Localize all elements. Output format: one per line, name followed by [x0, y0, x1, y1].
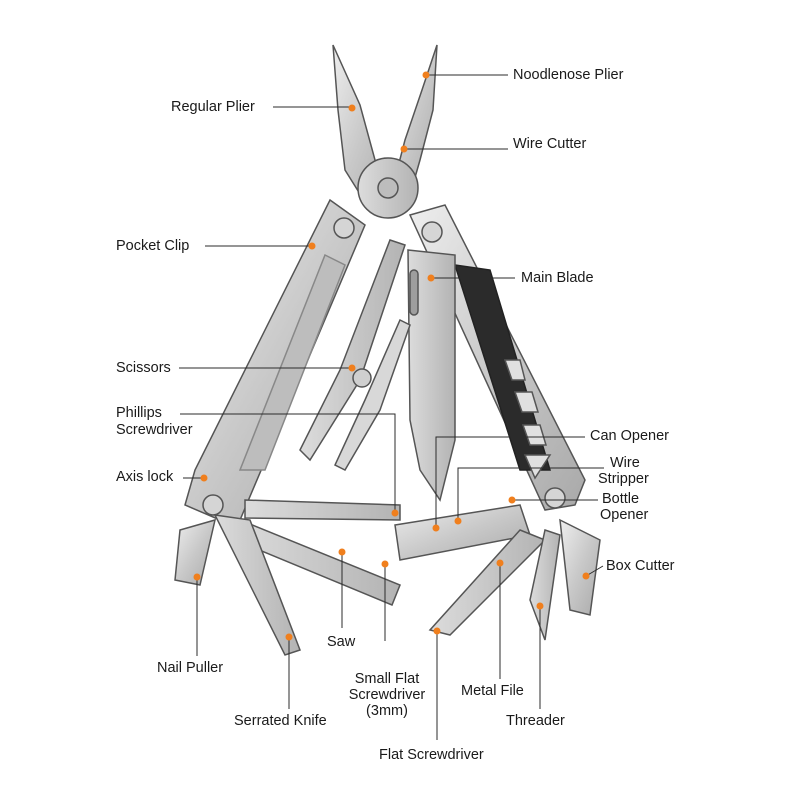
dot-main-blade	[427, 274, 435, 282]
dot-pocket-clip	[308, 242, 316, 250]
label-bottle-opener-line1: Bottle	[602, 491, 640, 507]
dot-phillips	[391, 509, 399, 517]
dot-nail-puller	[193, 573, 201, 581]
label-noodlenose-plier: Noodlenose Plier	[513, 67, 624, 83]
dot-box-cutter	[582, 572, 590, 580]
leader-can-opener	[435, 436, 585, 528]
dot-metal-file	[496, 559, 504, 567]
label-wire-stripper-line2: Stripper	[598, 471, 649, 487]
dot-small-flat	[381, 560, 389, 568]
label-metal-file: Metal File	[461, 683, 524, 699]
plier-jaws	[332, 44, 438, 219]
dot-wire-cutter	[400, 145, 408, 153]
dot-regular-plier	[348, 104, 356, 112]
label-phillips-line2: Screwdriver	[116, 422, 193, 438]
label-saw: Saw	[327, 634, 356, 650]
label-small-flat-line2: Screwdriver	[348, 687, 426, 703]
label-wire-cutter: Wire Cutter	[513, 136, 587, 152]
label-regular-plier: Regular Plier	[171, 99, 255, 115]
dot-axis-lock	[200, 474, 208, 482]
label-can-opener: Can Opener	[590, 428, 669, 444]
label-bottle-opener-line2: Opener	[600, 507, 649, 523]
dot-wire-stripper	[454, 517, 462, 525]
main-blade	[407, 249, 456, 502]
label-serrated-knife: Serrated Knife	[234, 713, 327, 729]
label-pocket-clip: Pocket Clip	[116, 238, 190, 254]
bottom-tools	[174, 499, 601, 656]
label-wire-stripper-line1: Wire	[610, 455, 640, 471]
label-phillips-line1: Phillips	[116, 405, 162, 421]
dot-saw	[338, 548, 346, 556]
label-main-blade: Main Blade	[521, 270, 594, 286]
scissors-tool	[299, 239, 411, 471]
dot-serrated-knife	[285, 633, 293, 641]
dot-bottle-opener	[508, 496, 516, 504]
dot-scissors	[348, 364, 356, 372]
leader-lines	[179, 74, 604, 740]
dot-threader	[536, 602, 544, 610]
label-small-flat-line1: Small Flat	[354, 671, 420, 687]
left-handle	[184, 198, 366, 521]
dot-flat-screwdriver	[433, 627, 441, 635]
dot-noodlenose-plier	[422, 71, 430, 79]
leader-wire-stripper	[457, 467, 604, 521]
label-small-flat-line3: (3mm)	[366, 703, 408, 719]
label-flat-screwdriver: Flat Screwdriver	[379, 747, 484, 763]
leader-phillips	[180, 413, 396, 513]
label-scissors: Scissors	[116, 360, 171, 376]
callout-dots	[193, 71, 590, 641]
dot-can-opener	[432, 524, 440, 532]
label-nail-puller: Nail Puller	[157, 660, 224, 676]
label-threader: Threader	[506, 713, 565, 729]
label-axis-lock: Axis lock	[116, 469, 174, 485]
label-box-cutter: Box Cutter	[606, 558, 675, 574]
